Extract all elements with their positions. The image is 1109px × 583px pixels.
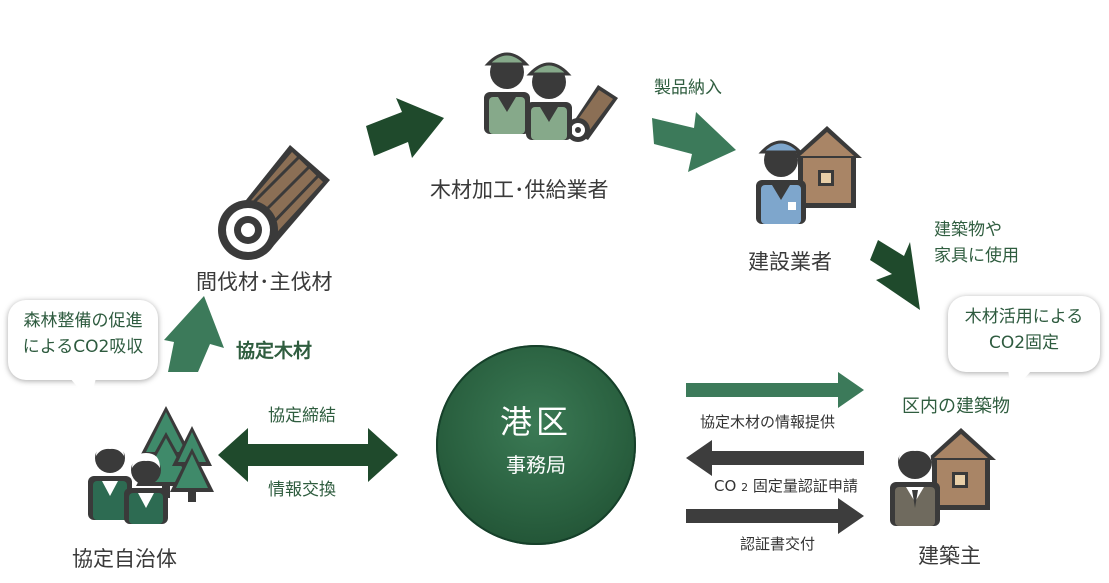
owner-label: 建築主 [918,544,981,568]
label-co2-apply-sub: 2 [741,481,749,494]
label-agreement-sign: 協定締結 [268,406,336,426]
owner-with-house-icon [890,428,996,526]
builder-label: 建設業者 [748,250,832,274]
bubble-forest-co2: 森林整備の促進 によるCO2吸収 [8,300,158,380]
label-co2-apply-prefix: CO [714,477,737,495]
bubble-forest-line2: によるCO2吸収 [22,337,144,358]
label-use-line2: 家具に使用 [934,246,1019,266]
forest-people-icon [88,406,214,524]
arrow-co2-apply [686,440,864,476]
office-circle: 港区 事務局 [436,345,636,545]
label-co2-apply-suffix: 固定量認証申請 [752,477,858,495]
label-product-delivery: 製品納入 [654,78,722,98]
bubble-wood-co2: 木材活用による CO2固定 [948,296,1100,372]
bubble-wood-line2: CO2固定 [988,333,1060,354]
label-info-exchange: 情報交換 [268,480,336,500]
office-subtitle: 事務局 [506,453,566,477]
arrow-info-provide [686,372,864,408]
bubble-wood-tail [1008,370,1032,392]
label-use-line1: 建築物や [934,220,1002,240]
label-co2-apply: CO 2 固定量認証申請 [714,475,858,496]
municipality-label: 協定自治体 [72,547,177,571]
bubble-wood-line1: 木材活用による [964,307,1084,327]
label-agreement-wood: 協定木材 [236,340,313,362]
arrow-processor-to-builder [652,112,736,172]
bubble-forest-line1: 森林整備の促進 [23,311,143,331]
processor-label: 木材加工･供給業者 [430,178,609,202]
label-info-provide: 協定木材の情報提供 [700,413,836,431]
office-title: 港区 [499,403,572,441]
log-label: 間伐材･主伐材 [196,270,333,294]
arrow-municipality-office-double [218,428,398,482]
workers-with-log-icon [484,52,618,142]
log-icon [218,145,330,260]
builder-with-house-icon [756,126,862,224]
arrow-municipality-to-log [164,296,224,372]
bubble-forest-tail [70,378,96,402]
arrow-log-to-processor [366,98,444,158]
arrow-cert-issue [686,498,864,534]
label-cert-issue: 認証書交付 [740,535,816,553]
arrow-builder-to-building [870,240,920,310]
building-label: 区内の建築物 [902,396,1010,417]
